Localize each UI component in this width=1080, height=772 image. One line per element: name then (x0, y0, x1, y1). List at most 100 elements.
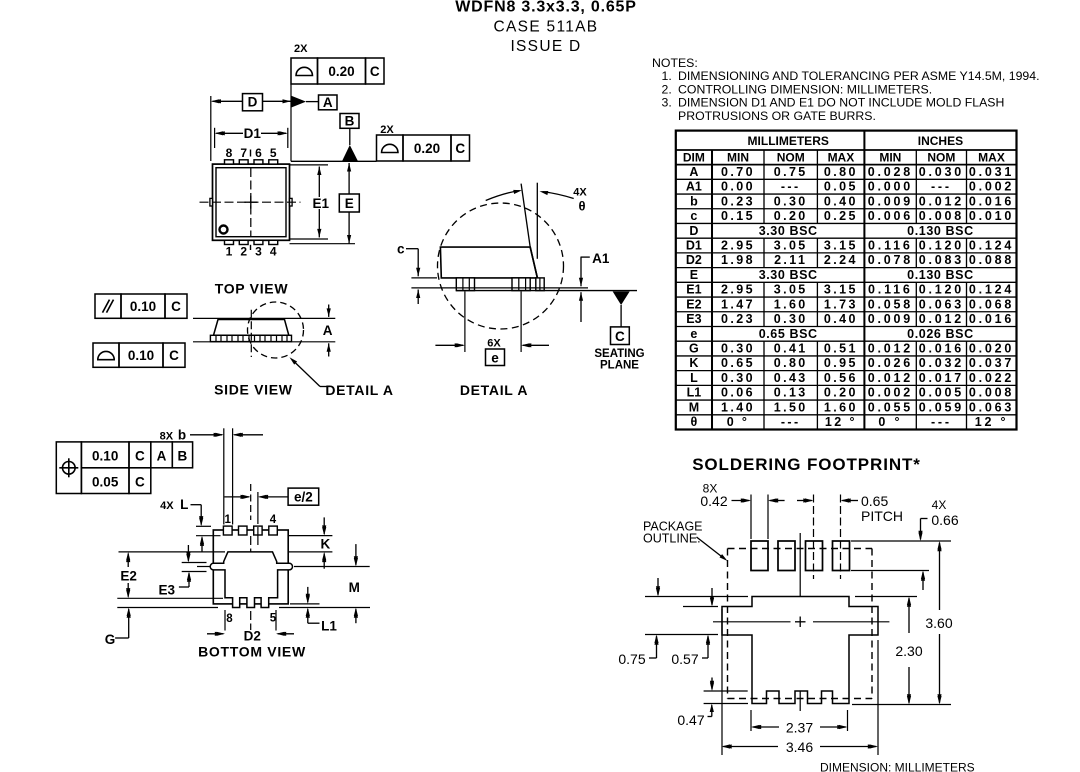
svg-text:BOTTOM VIEW: BOTTOM VIEW (198, 644, 306, 660)
svg-text:0.10: 0.10 (128, 348, 154, 363)
svg-text:1: 1 (226, 244, 233, 258)
svg-text:0.80: 0.80 (824, 165, 858, 179)
svg-text:0.088: 0.088 (969, 253, 1014, 267)
svg-text:CASE 511AB: CASE 511AB (494, 19, 599, 36)
svg-text:1.98: 1.98 (721, 253, 755, 267)
svg-text:0.008: 0.008 (919, 209, 964, 223)
svg-text:K: K (321, 536, 331, 551)
svg-text:C: C (169, 348, 179, 363)
svg-text:A1: A1 (592, 251, 610, 266)
svg-text:0.068: 0.068 (969, 297, 1014, 311)
svg-text:0.30: 0.30 (721, 371, 755, 385)
svg-text:0.47: 0.47 (677, 712, 704, 728)
svg-text:DIM: DIM (683, 151, 705, 165)
svg-text:θ: θ (691, 415, 698, 429)
svg-text:C: C (455, 141, 465, 156)
svg-text:0.43: 0.43 (774, 371, 808, 385)
svg-text:2.95: 2.95 (721, 238, 755, 252)
svg-text:D2: D2 (686, 253, 702, 267)
svg-text:0.13: 0.13 (774, 386, 808, 400)
svg-text:DIMENSION D1 AND E1 DO NOT INC: DIMENSION D1 AND E1 DO NOT INCLUDE MOLD … (678, 96, 1004, 110)
svg-text:0.000: 0.000 (868, 180, 913, 194)
svg-text:2: 2 (240, 244, 247, 258)
svg-text:E3: E3 (686, 312, 701, 326)
svg-text:0.016: 0.016 (969, 194, 1014, 208)
svg-text:SEATING: SEATING (594, 348, 644, 360)
svg-text:0.031: 0.031 (969, 165, 1014, 179)
svg-text:0.063: 0.063 (969, 400, 1014, 414)
svg-text:0.00: 0.00 (721, 180, 755, 194)
svg-text:8: 8 (226, 146, 233, 160)
svg-text:2.: 2. (662, 82, 672, 96)
svg-text:0.063: 0.063 (919, 297, 964, 311)
svg-text:DETAIL A: DETAIL A (325, 382, 393, 398)
svg-text:0.65: 0.65 (721, 356, 755, 370)
svg-text:0.012: 0.012 (868, 371, 913, 385)
svg-text:MIN: MIN (727, 151, 749, 165)
svg-text:0.124: 0.124 (969, 283, 1014, 297)
svg-text:NOM: NOM (777, 151, 805, 165)
svg-text:0.009: 0.009 (868, 194, 913, 208)
svg-text:b: b (690, 194, 698, 208)
svg-text:0.055: 0.055 (868, 400, 913, 414)
svg-text:b: b (178, 427, 186, 442)
svg-text:0.116: 0.116 (868, 283, 913, 297)
svg-text:E: E (690, 268, 698, 282)
svg-text:0.41: 0.41 (774, 342, 808, 356)
svg-text:B: B (178, 449, 188, 464)
svg-text:0 °: 0 ° (727, 415, 750, 429)
svg-text:PITCH: PITCH (861, 508, 903, 524)
svg-text:0.10: 0.10 (130, 299, 156, 314)
svg-text:---: --- (931, 415, 952, 429)
svg-text:MAX: MAX (828, 151, 855, 165)
svg-text:INCHES: INCHES (918, 134, 963, 148)
svg-text:D1: D1 (244, 126, 262, 141)
svg-text:DIMENSION: MILLIMETERS: DIMENSION: MILLIMETERS (820, 761, 975, 772)
svg-text:0.10: 0.10 (92, 449, 118, 464)
svg-text:D: D (689, 224, 698, 238)
svg-text:3.05: 3.05 (774, 283, 808, 297)
svg-text:E3: E3 (158, 582, 175, 597)
svg-text:0.95: 0.95 (824, 356, 858, 370)
svg-text:G: G (689, 342, 699, 356)
svg-text:ISSUE D: ISSUE D (510, 38, 581, 55)
svg-text:E2: E2 (686, 297, 701, 311)
svg-text:0.020: 0.020 (969, 342, 1014, 356)
svg-text:0.40: 0.40 (824, 312, 858, 326)
svg-text:1.73: 1.73 (824, 297, 858, 311)
svg-text:A: A (157, 449, 167, 464)
svg-text:3.: 3. (662, 96, 672, 110)
svg-text:3.30 BSC: 3.30 BSC (759, 268, 818, 282)
svg-text:CONTROLLING DIMENSION: MILLIME: CONTROLLING DIMENSION: MILLIMETERS. (678, 82, 932, 96)
svg-text:4X: 4X (932, 498, 947, 512)
svg-text:B: B (345, 114, 355, 129)
svg-text:0.016: 0.016 (919, 342, 964, 356)
svg-text:0.026: 0.026 (868, 356, 913, 370)
svg-text:0.017: 0.017 (919, 371, 964, 385)
svg-text:0.012: 0.012 (868, 342, 913, 356)
svg-text:2X: 2X (380, 124, 394, 136)
svg-text:L1: L1 (687, 386, 702, 400)
svg-text:2X: 2X (294, 43, 308, 55)
svg-text:0.70: 0.70 (721, 165, 755, 179)
svg-text:C: C (615, 329, 625, 344)
svg-text:e: e (690, 327, 697, 341)
svg-text:C: C (171, 299, 181, 314)
svg-text:0.083: 0.083 (919, 253, 964, 267)
svg-text:2.37: 2.37 (786, 720, 813, 736)
svg-text:0.57: 0.57 (671, 651, 698, 667)
svg-text:0.008: 0.008 (969, 386, 1014, 400)
svg-text:1.60: 1.60 (824, 400, 858, 414)
svg-text:6: 6 (255, 146, 262, 160)
svg-text:1.40: 1.40 (721, 400, 755, 414)
svg-text:0.030: 0.030 (919, 165, 964, 179)
svg-text:3.46: 3.46 (786, 739, 813, 755)
svg-text:0.120: 0.120 (919, 238, 964, 252)
svg-text:PACKAGE: PACKAGE (643, 520, 703, 534)
svg-text:0.25: 0.25 (824, 209, 858, 223)
svg-text:0.032: 0.032 (919, 356, 964, 370)
svg-text:A: A (323, 95, 333, 110)
svg-text:---: --- (781, 180, 801, 194)
svg-text:1.60: 1.60 (774, 297, 808, 311)
svg-text:c: c (397, 241, 405, 256)
